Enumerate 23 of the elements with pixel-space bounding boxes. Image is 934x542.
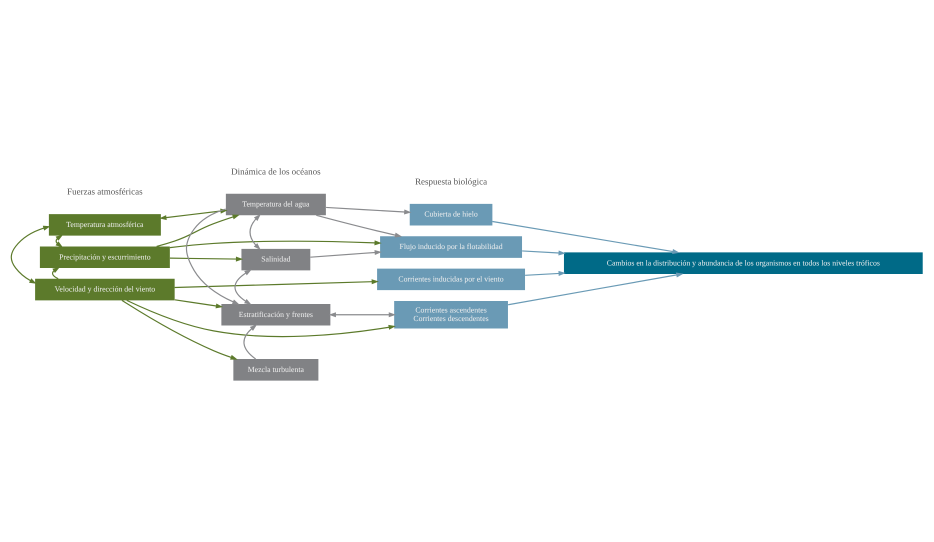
- arrow: [310, 250, 382, 258]
- arrow: [122, 300, 238, 360]
- arrow: [243, 324, 258, 360]
- arrow: [126, 300, 396, 338]
- arrow: [326, 206, 412, 214]
- label: Dinámica de los océanos: [231, 166, 321, 176]
- arrow: [508, 272, 684, 306]
- label: Respuesta biológica: [415, 176, 488, 186]
- arrow: [249, 214, 261, 250]
- arrow: [156, 214, 240, 247]
- arrow: [174, 279, 379, 288]
- arrow: [522, 250, 566, 256]
- arrow: [174, 299, 224, 308]
- arrow: [492, 220, 680, 254]
- arrow: [234, 269, 252, 305]
- arrow: [328, 312, 396, 318]
- arrow: [170, 240, 382, 248]
- arrow: [10, 226, 50, 284]
- arrow: [525, 270, 566, 276]
- label: Fuerzas atmosféricas: [67, 186, 143, 197]
- arrow: [52, 267, 60, 280]
- arrow: [316, 214, 402, 238]
- arrow: [170, 256, 244, 262]
